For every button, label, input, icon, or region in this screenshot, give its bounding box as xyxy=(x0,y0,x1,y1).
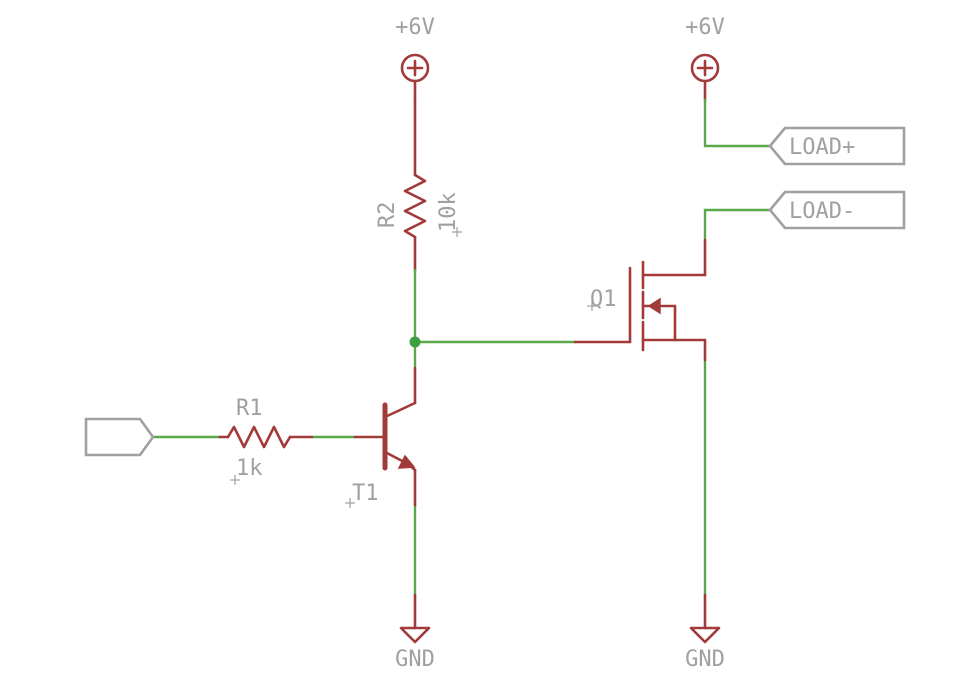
t1-name: T1 xyxy=(352,481,379,506)
ground-right-symbol xyxy=(689,626,721,644)
resistor-r1: R1 1k xyxy=(218,396,314,485)
supply-right: +6V xyxy=(685,15,725,102)
supply-left: +6V xyxy=(395,15,435,102)
ground-left-label: GND xyxy=(395,647,435,672)
r1-value: 1k xyxy=(236,456,263,481)
ground-left: GND xyxy=(395,593,435,672)
input-port xyxy=(84,417,155,457)
load-plus-port: LOAD+ xyxy=(768,126,906,166)
r2-value: 10k xyxy=(436,192,461,232)
load-minus-label: LOAD- xyxy=(789,199,855,224)
load-minus-port: LOAD- xyxy=(768,190,906,230)
ground-left-symbol xyxy=(399,626,431,644)
ground-right-label: GND xyxy=(685,647,725,672)
q1-name: Q1 xyxy=(590,287,617,312)
wires xyxy=(151,98,772,597)
mosfet-q1: Q1 xyxy=(573,238,707,362)
transistor-t1: T1 xyxy=(345,366,417,508)
ground-right: GND xyxy=(685,593,725,672)
r1-name: R1 xyxy=(236,396,263,421)
load-plus-label: LOAD+ xyxy=(789,135,855,160)
r2-name: R2 xyxy=(375,202,400,229)
junction-dot xyxy=(409,336,421,348)
resistor-r2: R2 10k xyxy=(375,98,462,272)
supply-left-label: +6V xyxy=(395,15,435,40)
supply-right-label: +6V xyxy=(685,15,725,40)
